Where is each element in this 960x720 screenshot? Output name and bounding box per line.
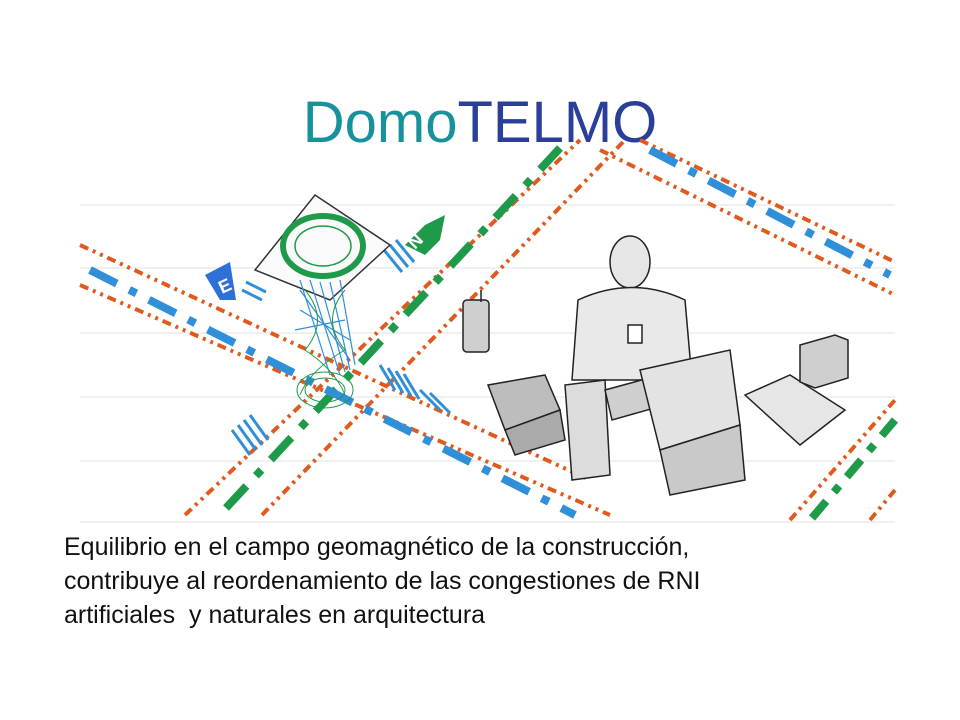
north-arrow-icon: N: [404, 215, 445, 255]
band-north: [183, 138, 627, 517]
title-domo: Domo: [302, 90, 458, 155]
east-arrow-icon: E: [205, 262, 236, 300]
caption-line-2: contribuye al reordenamiento de las cong…: [64, 567, 701, 595]
caption: Equilibrio en el campo geomagnético de l…: [64, 530, 904, 632]
office-sketch: [462, 235, 849, 496]
band-right: [599, 138, 896, 297]
caption-line-3: artificiales y naturales en arquitectura: [64, 601, 486, 629]
title-telmo: TELMO: [457, 90, 658, 155]
band-lower-right: [788, 398, 899, 522]
page-title: DomoTELMO: [0, 88, 960, 158]
band-east: [79, 243, 611, 519]
compass-vortex-icon: [253, 193, 392, 409]
hatch-stripes: [230, 239, 452, 456]
caption-line-1: Equilibrio en el campo geomagnético de l…: [64, 533, 690, 561]
